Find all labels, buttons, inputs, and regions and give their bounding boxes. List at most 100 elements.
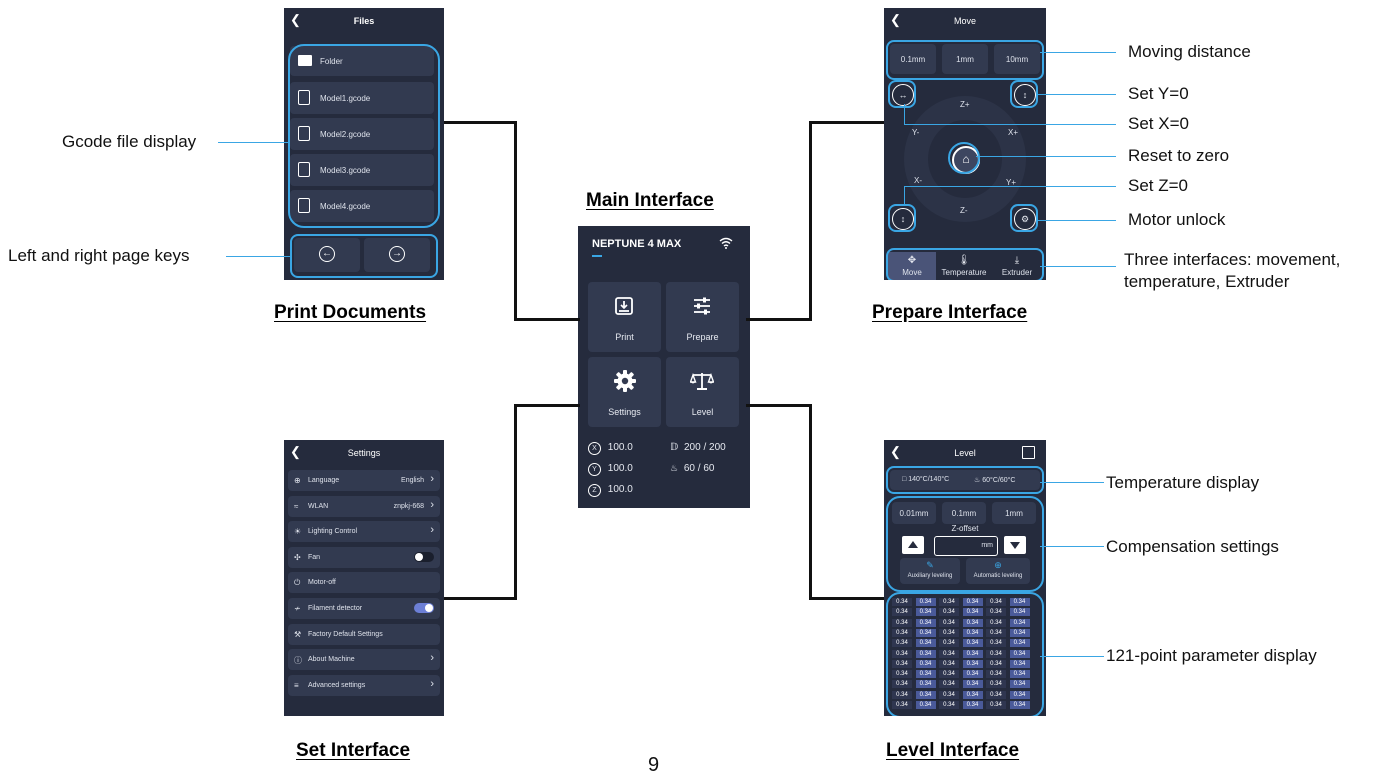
prev-page-button[interactable]: ← (294, 238, 360, 272)
mesh-value-cell: 0.34 (892, 649, 912, 658)
step-button[interactable]: 0.01mm (892, 502, 936, 524)
tab-extruder[interactable]: ⤓ Extruder (992, 252, 1042, 280)
chevron-right-icon: › (430, 677, 434, 690)
file-icon (298, 90, 310, 105)
x-minus-label[interactable]: X- (914, 176, 922, 185)
settings-item[interactable]: ✣Fan (288, 546, 440, 568)
toggle-switch[interactable] (414, 551, 434, 562)
settings-item-label: Lighting Control (308, 528, 358, 536)
settings-item-label: Motor-off (308, 579, 336, 587)
zoffset-label: Z-offset (951, 524, 979, 533)
settings-item[interactable]: ⚒Factory Default Settings (288, 623, 440, 645)
mesh-value-cell: 0.34 (915, 659, 936, 668)
callout-line (976, 156, 1116, 157)
folder-item[interactable]: Folder (290, 46, 434, 76)
tab-temperature-label: Temperature (941, 268, 987, 277)
distance-button[interactable]: 10mm (994, 44, 1040, 74)
back-icon[interactable]: ❮ (890, 444, 901, 459)
set-y-zero-button[interactable]: ↕ (1014, 84, 1036, 106)
print-button[interactable]: Print (588, 282, 661, 352)
settings-item[interactable]: ⏻Motor-off (288, 572, 440, 594)
prepare-button[interactable]: Prepare (666, 282, 739, 352)
connector-line (809, 404, 812, 600)
automatic-leveling-button[interactable]: ⊕ Automatic leveling (966, 558, 1030, 584)
zoffset-up-button[interactable] (902, 536, 924, 554)
mesh-value-cell: 0.34 (939, 670, 959, 679)
back-icon[interactable]: ❮ (290, 444, 301, 459)
x-plus-label[interactable]: X+ (1008, 128, 1019, 137)
moving-distance-label: Moving distance (1128, 42, 1251, 61)
y-plus-label[interactable]: Y+ (1006, 178, 1017, 187)
file-item[interactable]: Model2.gcode (290, 118, 434, 150)
bed-temp: ♨ 60°C/60°C (974, 476, 1015, 484)
mesh-value-cell: 0.34 (939, 608, 959, 617)
mesh-value-cell: 0.34 (892, 670, 912, 679)
mesh-value-cell: 0.34 (939, 598, 959, 606)
settings-button[interactable]: Settings (588, 357, 661, 427)
set-z-highlight (888, 204, 916, 232)
zoffset-unit: mm (981, 542, 993, 549)
mesh-value-cell: 0.34 (892, 618, 912, 627)
file-label: Model1.gcode (320, 94, 371, 103)
z-minus-label[interactable]: Z- (960, 206, 968, 215)
auxiliary-leveling-button[interactable]: ✎ Auxiliary leveling (900, 558, 960, 584)
set-x-zero-button[interactable]: ↔ (892, 84, 914, 106)
nozzle-value: 200 / 200 (683, 442, 726, 453)
mesh-value-cell: 0.34 (986, 639, 1006, 648)
wrench-icon: ⚒ (294, 629, 302, 639)
files-screen: ❮ Files Folder Model1.gcode Model2.gcode… (284, 8, 444, 280)
print-icon (615, 297, 633, 315)
back-icon[interactable]: ❮ (290, 12, 301, 27)
level-title: Level (954, 448, 976, 458)
mesh-value-cell: 0.34 (962, 618, 983, 627)
auxiliary-leveling-label: Auxiliary leveling (907, 573, 953, 579)
callout-line (1040, 656, 1104, 657)
step-button[interactable]: 1mm (992, 502, 1036, 524)
next-page-button[interactable]: → (364, 238, 430, 272)
motor-unlock-highlight (1010, 204, 1038, 232)
zoffset-down-button[interactable] (1004, 536, 1026, 554)
zoffset-input[interactable]: mm (934, 536, 998, 556)
mesh-value-cell: 0.34 (915, 628, 936, 637)
set-interface-title: Set Interface (296, 740, 411, 761)
level-button[interactable]: Level (666, 357, 739, 427)
file-item[interactable]: Model3.gcode (290, 154, 434, 186)
step-button[interactable]: 0.1mm (942, 502, 986, 524)
distance-button[interactable]: 0.1mm (890, 44, 936, 74)
settings-item[interactable]: ≡Advanced settings› (288, 674, 440, 696)
mesh-value-cell: 0.34 (915, 649, 936, 658)
settings-item[interactable]: ≁Filament detector (288, 598, 440, 619)
callout-line (1036, 94, 1116, 95)
motor-unlock-button[interactable]: ⚙ (1014, 208, 1036, 230)
settings-item[interactable]: ☀Lighting Control› (288, 521, 440, 543)
y-minus-label[interactable]: Y- (912, 128, 920, 137)
bed-temp-value: 60°C/60°C (982, 477, 1016, 484)
file-item[interactable]: Model1.gcode (290, 82, 434, 114)
arrow-left-icon: ← (319, 246, 335, 262)
z-plus-label[interactable]: Z+ (960, 100, 970, 109)
tab-move[interactable]: ✥ Move (888, 252, 936, 280)
filament-icon: ≁ (294, 604, 301, 613)
mesh-value-cell: 0.34 (1009, 659, 1030, 668)
distance-button[interactable]: 1mm (942, 44, 988, 74)
mesh-value-cell: 0.34 (1009, 618, 1030, 627)
toggle-switch[interactable] (414, 603, 434, 613)
set-z-zero-button[interactable]: ↕ (892, 208, 914, 230)
save-icon[interactable] (1022, 446, 1035, 459)
callout-line (1036, 220, 1116, 221)
settings-item-label: Advanced settings (308, 681, 366, 689)
callout-line (904, 186, 905, 204)
automatic-leveling-label: Automatic leveling (973, 573, 1023, 579)
tab-temperature[interactable]: 🌡 Temperature (938, 252, 990, 280)
back-icon[interactable]: ❮ (890, 12, 901, 27)
mesh-value-cell: 0.34 (962, 680, 983, 689)
mesh-value-cell: 0.34 (962, 659, 983, 668)
file-item[interactable]: Model4.gcode (290, 190, 434, 222)
nozzle-temp: □ 140°C/140°C (902, 476, 949, 483)
mesh-value-cell: 0.34 (892, 690, 912, 699)
mesh-value-cell: 0.34 (939, 639, 959, 648)
